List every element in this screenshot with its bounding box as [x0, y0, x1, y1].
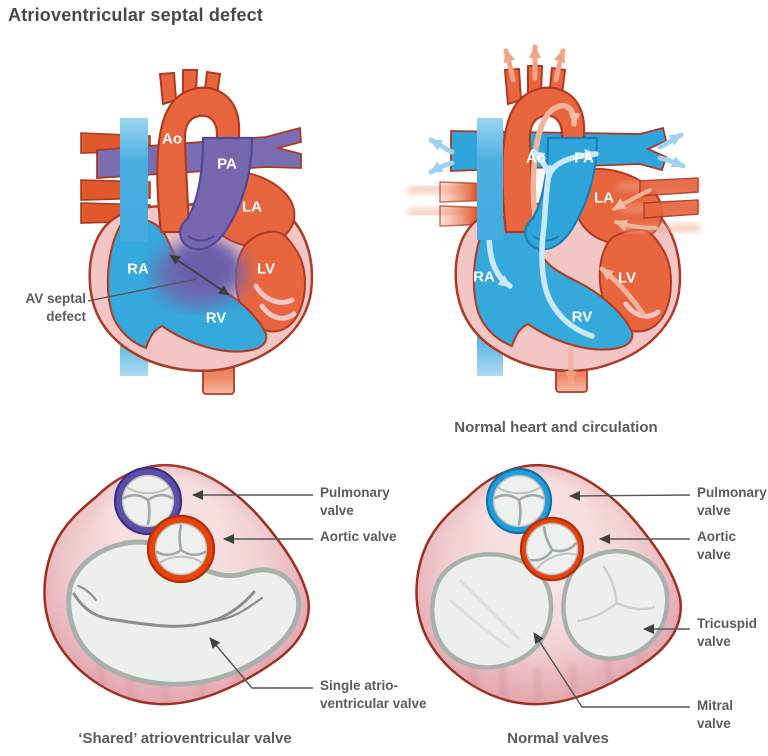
shared-valve-illustration	[43, 463, 313, 706]
tricuspid-seams	[576, 565, 656, 623]
annotation-mitral-valve: Mitral valve	[697, 698, 734, 732]
lv-trabeculae	[253, 283, 297, 321]
normal-valves-illustration	[415, 463, 691, 708]
label-right-atrium: RA	[127, 260, 149, 278]
annotation-lines	[192, 490, 313, 689]
pulmonary-vein-stubs-right	[639, 177, 699, 219]
valve-closure-lines	[72, 585, 264, 628]
annotation-aortic-valve-shared: Aortic valve	[320, 529, 397, 544]
annotation-av-septal-defect: AV septal defect	[25, 291, 86, 325]
pulmonary-trunk-mixed	[179, 136, 254, 251]
systemic-flow-arrows	[503, 44, 566, 83]
caption-shared-valve: ‘Shared’ atrioventricular valve	[78, 730, 292, 747]
caption-normal-heart: Normal heart and circulation	[454, 419, 658, 436]
label-pulmonary-artery-normal: PA	[574, 149, 594, 167]
label-aorta-normal: Ao	[526, 149, 546, 167]
pulmonary-valve-hint	[187, 235, 215, 242]
superior-vena-cava	[120, 118, 148, 242]
pulmonary-valve-hint	[532, 235, 560, 242]
superior-vena-cava	[477, 118, 503, 240]
label-right-ventricle: RV	[205, 309, 227, 327]
defect-double-arrow	[169, 254, 230, 296]
lung-flow-arrows	[428, 132, 686, 175]
aorta-flow-arrow	[530, 103, 581, 228]
annotation-pulmonary-valve-normal: Pulmonary valve	[697, 485, 767, 519]
label-pulmonary-artery: PA	[217, 155, 237, 173]
label-left-atrium: LA	[242, 198, 262, 216]
label-right-atrium-normal: RA	[473, 268, 495, 286]
page-title: Atrioventricular septal defect	[8, 5, 264, 25]
annotation-lines	[533, 490, 691, 708]
pulmonary-valve-shared	[113, 466, 183, 536]
label-right-ventricle-normal: RV	[571, 308, 593, 326]
label-left-ventricle-normal: LV	[617, 269, 637, 287]
aortic-valve-normal	[518, 515, 586, 583]
avsd-heart-illustration	[80, 69, 314, 395]
caption-normal-valves: Normal valves	[507, 730, 609, 747]
oxygenated-flow-arrows	[565, 188, 658, 385]
mitral-seams	[448, 578, 522, 650]
annotation-tricuspid-valve: Tricuspid valve	[697, 616, 758, 650]
label-aorta: Ao	[162, 130, 182, 148]
aortic-valve-shared	[146, 514, 216, 584]
annotation-single-av-valve: Single atrio-ventricular valve	[320, 678, 427, 712]
label-left-ventricle: LV	[256, 260, 276, 278]
label-left-atrium-normal: LA	[594, 189, 614, 207]
annotation-pulmonary-valve-shared: Pulmonary valve	[320, 485, 390, 519]
annotation-aortic-valve-normal: Aortic valve	[697, 529, 737, 563]
normal-heart-illustration	[407, 44, 701, 393]
pulmonary-valve-normal	[485, 467, 553, 535]
